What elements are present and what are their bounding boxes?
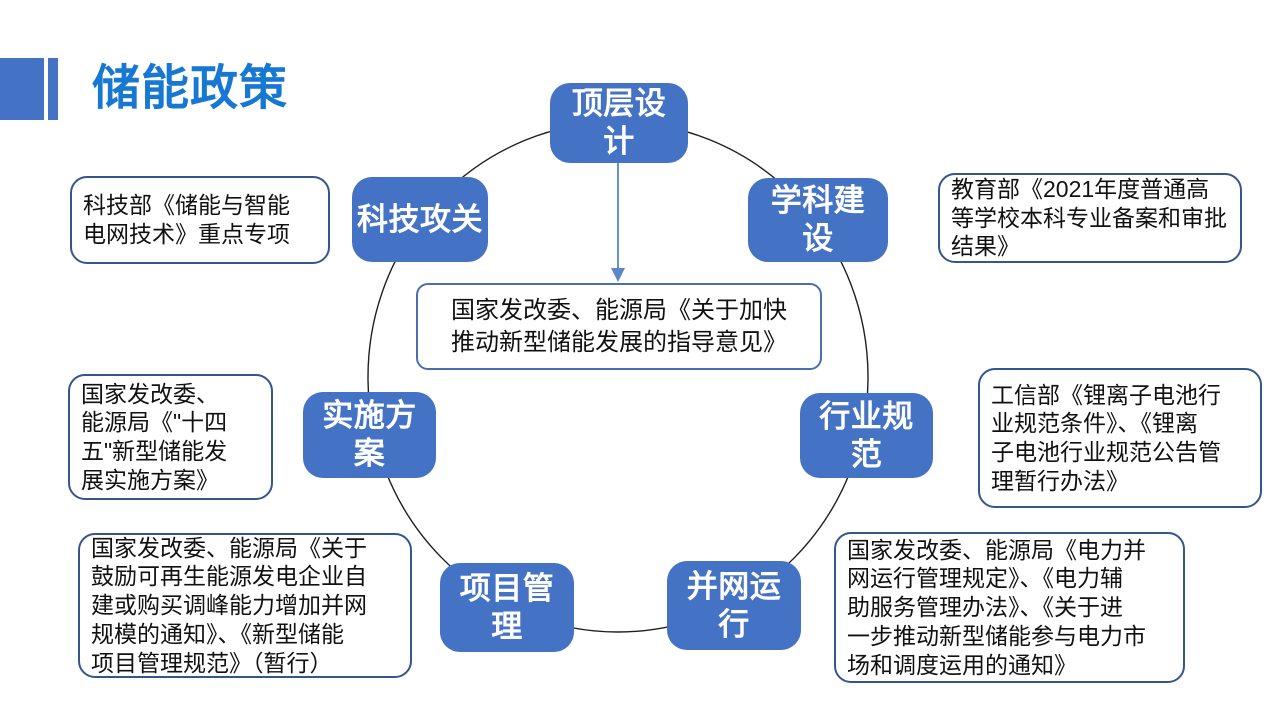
callout-project-management: 国家发改委、能源局《关于 鼓励可再生能源发电企业自 建或购买调峰能力增加并网 规… [78,533,412,678]
node-tech-research: 科技攻关 [352,177,488,262]
page-title: 储能政策 [92,62,289,115]
callout-grid-operation: 国家发改委、能源局《电力并 网运行管理规定》、《电力辅 助服务管理办法》、《关于… [834,532,1185,683]
node-grid-operation: 并网运 行 [667,561,801,650]
down-arrow-head-icon [611,268,625,282]
callout-tech-research: 科技部《储能与智能 电网技术》重点专项 [70,176,330,264]
callout-discipline-construction: 教育部《2021年度普通高 等学校本科专业备案和审批 结果》 [938,173,1242,263]
title-accent-bar-icon [48,58,58,120]
title-accent-square-icon [0,58,44,120]
callout-industry-standards: 工信部《锂离子电池行 业规范条件》、《锂离 子电池行业规范公告管 理暂行办法》 [978,368,1262,508]
node-top-level-design: 顶层设 计 [550,83,688,163]
callout-implementation-plan: 国家发改委、 能源局《"十四 五"新型储能发 展实施方案》 [68,374,273,500]
center-policy-box: 国家发改委、能源局《关于加快 推动新型储能发展的指导意见》 [416,283,822,370]
node-project-management: 项目管 理 [440,563,574,652]
node-implementation-plan: 实施方 案 [303,392,436,478]
node-industry-standards: 行业规 范 [800,393,933,478]
node-discipline-construction: 学科建 设 [748,178,888,262]
